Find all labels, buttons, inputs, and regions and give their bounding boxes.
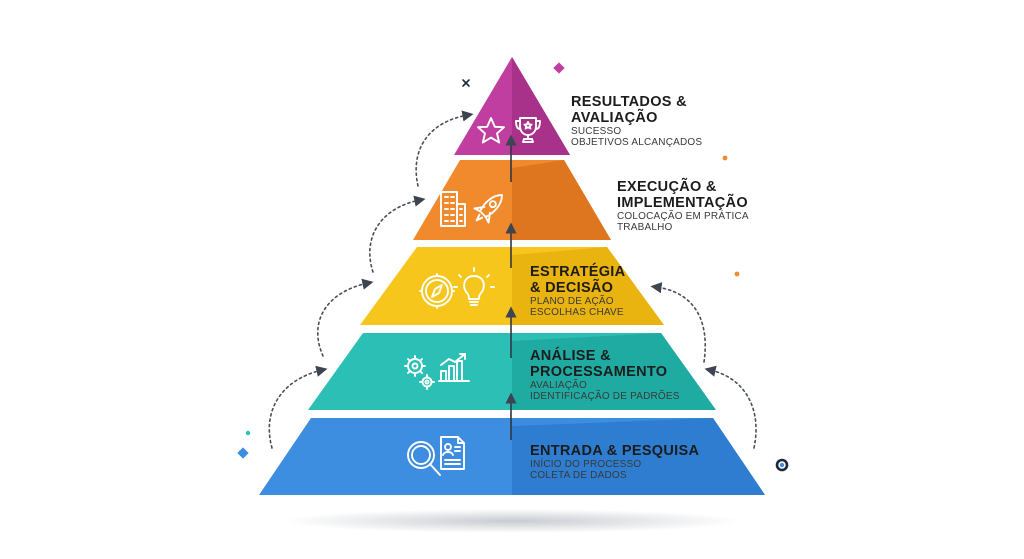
tier-analysis[interactable] [308, 333, 716, 410]
level-title: ENTRADA & PESQUISA [530, 443, 699, 459]
tier-execution-shade [512, 160, 611, 240]
pyramid-tiers [259, 57, 765, 495]
right-arrow-1 [704, 365, 757, 449]
level-subtitle: SUCESSO [571, 126, 621, 137]
trophy-icon [515, 117, 541, 143]
level-subtitle: PLANO DE AÇÃO [530, 294, 614, 307]
dot-icon [779, 462, 785, 468]
document-icon [440, 436, 465, 470]
left-arrow-3 [369, 195, 426, 273]
diamond-icon [553, 62, 565, 74]
level-subtitle: AVALIAÇÃO [530, 378, 587, 391]
level-title: ESTRATÉGIA [530, 263, 626, 280]
tier-results[interactable] [454, 57, 570, 155]
dot-icon [245, 430, 251, 436]
right-arrow-2 [650, 282, 706, 363]
level-subtitle: INÍCIO DO PROCESSO [530, 457, 641, 470]
level-subtitle: COLETA DE DADOS [530, 470, 627, 481]
dot-icon [734, 271, 740, 277]
gears-icon [404, 355, 435, 390]
tier-analysis-shade [512, 333, 716, 410]
level-subtitle: ESCOLHAS CHAVE [530, 307, 624, 318]
level-title: PROCESSAMENTO [530, 364, 667, 380]
diamond-icon [237, 447, 249, 459]
left-arrow-1 [268, 365, 328, 449]
growth-chart-icon [438, 353, 470, 382]
tier-execution[interactable] [413, 160, 611, 240]
tier-strategy-shade [512, 247, 664, 325]
level-title: IMPLEMENTAÇÃO [617, 193, 748, 211]
level-subtitle: COLOCAÇÃO EM PRÁTICA [617, 209, 749, 222]
level-title: ANÁLISE & [530, 347, 611, 364]
magnifier-icon [407, 441, 441, 476]
left-arrow-2 [317, 278, 374, 357]
ring-icon [775, 458, 789, 472]
compass-icon [419, 273, 455, 309]
rocket-icon [473, 194, 503, 224]
label-analysis: ANÁLISE &PROCESSAMENTOAVALIAÇÃOIDENTIFIC… [530, 347, 680, 402]
tier-input-shade [512, 418, 765, 495]
right-cycle-arrows [650, 282, 757, 449]
left-arrow-4 [415, 110, 474, 187]
lightbulb-icon [453, 267, 495, 306]
level-subtitle: IDENTIFICAÇÃO DE PADRÕES [530, 389, 680, 402]
dot-icon [722, 155, 728, 161]
level-title: RESULTADOS & [571, 94, 687, 110]
star-icon [477, 117, 505, 144]
building-icon [440, 191, 466, 227]
tier-input[interactable] [259, 418, 765, 495]
level-subtitle: OBJETIVOS ALCANÇADOS [571, 137, 702, 148]
left-cycle-arrows [268, 110, 474, 449]
level-subtitle: TRABALHO [617, 222, 673, 233]
level-title: EXECUÇÃO & [617, 177, 717, 195]
tier-results-shade [512, 57, 570, 155]
level-title: & DECISÃO [530, 278, 613, 296]
sparkle-icon [462, 79, 470, 87]
floor-shadow [282, 509, 742, 533]
level-title: AVALIAÇÃO [571, 108, 658, 126]
